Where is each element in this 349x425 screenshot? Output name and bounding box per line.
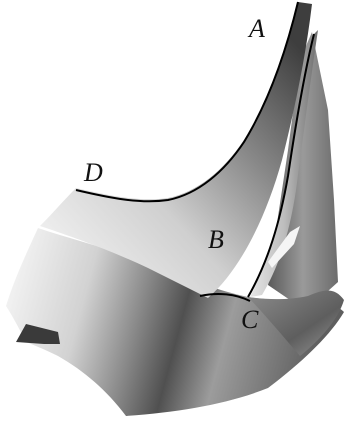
curve-c-segment: [199, 292, 251, 302]
curve-a-to-c: [247, 33, 315, 298]
surface-main: [6, 228, 344, 416]
surface-highlight: [268, 226, 300, 268]
label-a: A: [247, 14, 265, 43]
curve-d-to-a: [75, 1, 299, 203]
surface-left-flap: [16, 324, 60, 344]
label-b: B: [208, 225, 224, 254]
surface-right-sheet: [248, 290, 344, 356]
surface-upper: [40, 2, 312, 298]
label-c: C: [241, 305, 259, 334]
label-d: D: [83, 158, 103, 187]
